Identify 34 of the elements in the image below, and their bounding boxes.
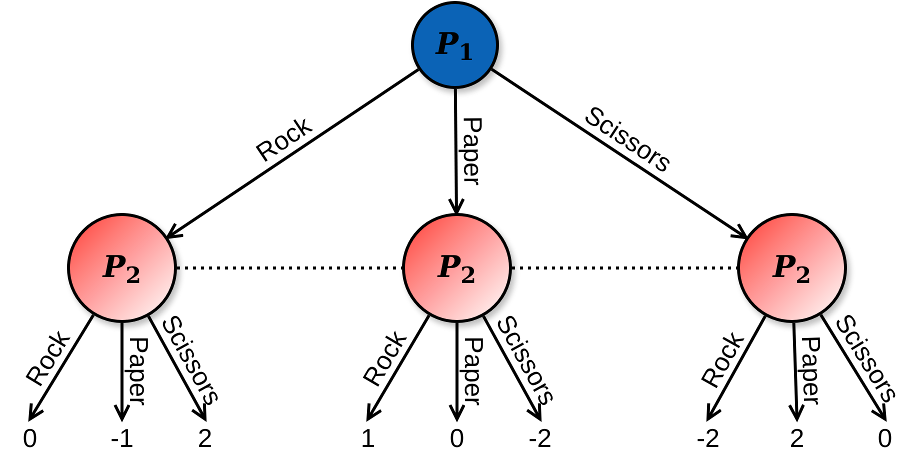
player-label: P$_{2}$ — [438, 253, 476, 283]
edge-label: Paper — [798, 335, 827, 406]
edge-label: Rock — [252, 112, 316, 167]
payoff-value: -2 — [528, 425, 552, 451]
dotted-line — [177, 266, 402, 270]
payoff-value: -2 — [696, 425, 720, 451]
arrow — [366, 314, 430, 420]
player-label: P$_{1}$ — [436, 30, 474, 60]
payoff-value: 0 — [450, 425, 464, 451]
payoff-value: 0 — [22, 425, 38, 451]
arrow — [114, 323, 130, 420]
arrow — [788, 322, 806, 420]
arrow — [448, 88, 465, 214]
arrow — [490, 68, 748, 240]
arrow — [706, 315, 767, 420]
edge-label: Paper — [126, 336, 152, 406]
payoff-value: -1 — [110, 425, 134, 451]
dotted-line — [512, 266, 737, 270]
edge-label: Paper — [461, 336, 487, 406]
edge-label: Paper — [460, 116, 486, 186]
payoff-value: 2 — [790, 425, 804, 451]
arrow — [147, 315, 206, 420]
arrow — [820, 314, 886, 420]
player-node — [411, 1, 499, 89]
payoff-value: 1 — [360, 425, 376, 451]
arrow — [448, 323, 466, 420]
player-label: P$_{2}$ — [772, 253, 812, 283]
payoff-value: 0 — [878, 425, 892, 451]
player-label: P$_{2}$ — [102, 253, 142, 283]
arrow — [28, 314, 95, 420]
edge-label: Rock — [696, 327, 748, 392]
arrow — [482, 315, 542, 420]
payoff-value: 2 — [198, 425, 212, 451]
arrow — [166, 68, 420, 239]
